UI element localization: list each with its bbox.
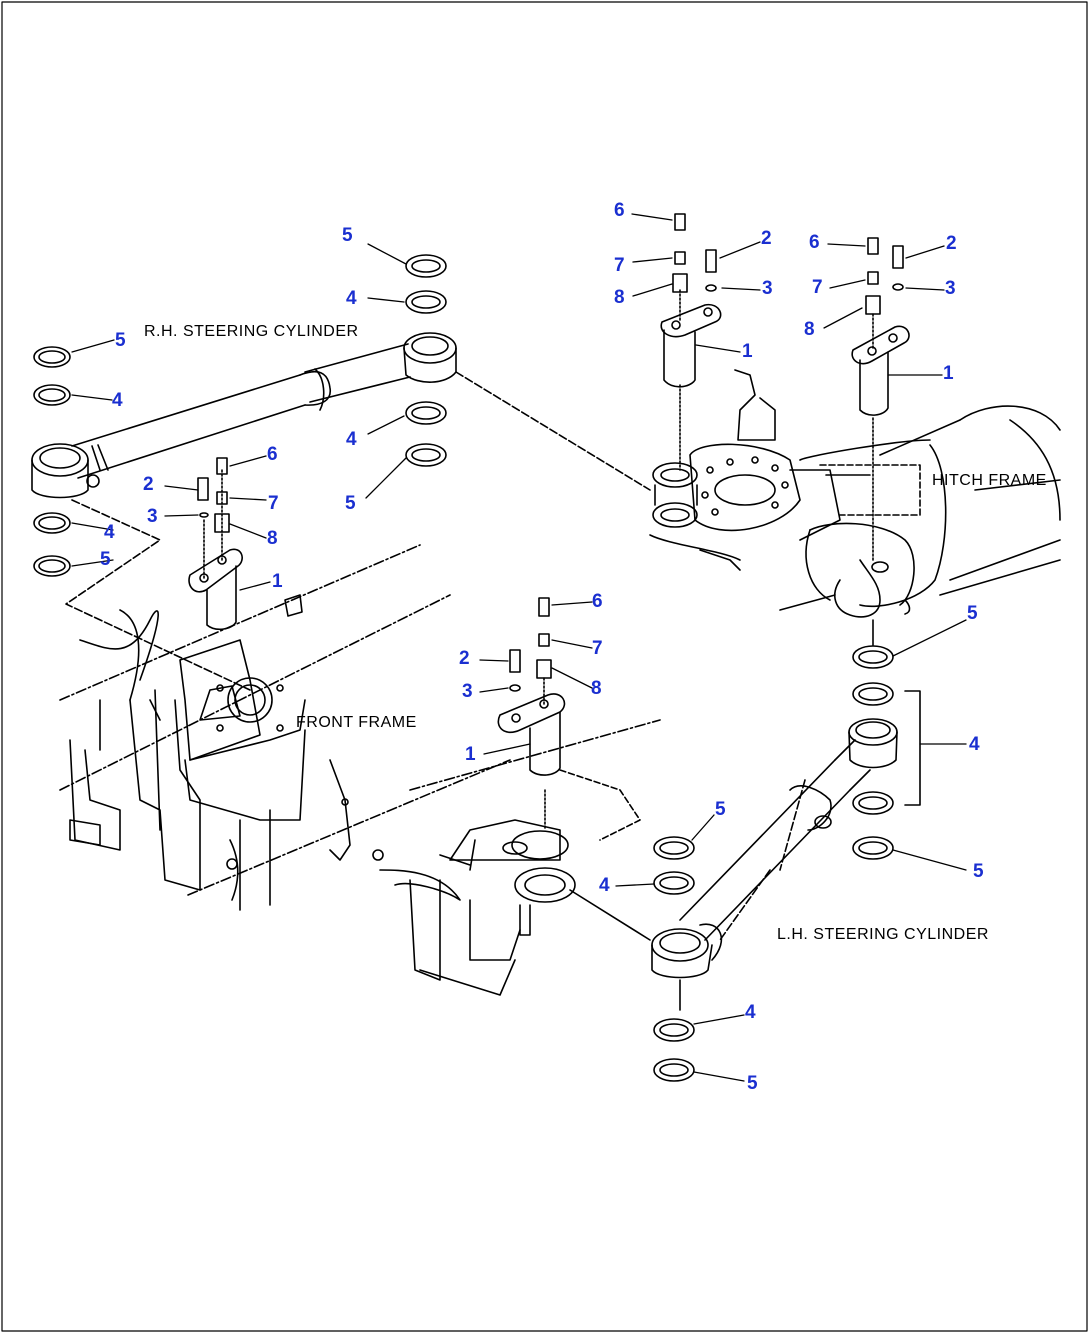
- callout-number: 5: [973, 861, 984, 882]
- callout-number: 4: [745, 1002, 756, 1023]
- callout-number: 7: [614, 255, 625, 276]
- callout-number: 5: [342, 225, 353, 246]
- callout-number: 5: [747, 1073, 758, 1094]
- lh-pin-group-center: [497, 597, 566, 776]
- callout-number: 4: [112, 390, 123, 411]
- hitch-pin-group-right: [851, 237, 910, 561]
- callout-number: 6: [809, 232, 820, 253]
- callout-number: 8: [267, 528, 278, 549]
- callout-number: 4: [599, 875, 610, 896]
- callout-number: 1: [742, 341, 753, 362]
- callout-number: 7: [812, 277, 823, 298]
- callout-number: 5: [115, 330, 126, 351]
- hitch-frame-drawing: [649, 369, 1061, 618]
- callout-number: 6: [592, 591, 603, 612]
- callout-number: 4: [969, 734, 980, 755]
- lh-steering-cylinder-drawing: [651, 718, 898, 1011]
- callout-number: 3: [945, 278, 956, 299]
- rh-steering-cylinder-drawing: [31, 332, 651, 691]
- callout-number: 8: [591, 678, 602, 699]
- hitch-frame-label: HITCH FRAME: [932, 472, 1047, 489]
- callout-number: 7: [592, 638, 603, 659]
- lh-mount-drawing: [379, 719, 661, 996]
- callout-number: 1: [943, 363, 954, 384]
- callout-number: 1: [272, 571, 283, 592]
- rh-pin-group: [188, 457, 243, 631]
- rh-steering-cylinder-label: R.H. STEERING CYLINDER: [144, 323, 359, 340]
- callout-number: 5: [715, 799, 726, 820]
- callout-number: 8: [804, 319, 815, 340]
- callout-number: 4: [346, 429, 357, 450]
- callout-number: 3: [147, 506, 158, 527]
- callout-number: 4: [346, 288, 357, 309]
- callout-number: 8: [614, 287, 625, 308]
- callout-number: 2: [946, 233, 957, 254]
- callout-number: 2: [143, 474, 154, 495]
- front-frame-drawing: [59, 544, 511, 911]
- callout-number: 2: [761, 228, 772, 249]
- callout-number: 6: [614, 200, 625, 221]
- callout-number: 1: [465, 744, 476, 765]
- callout-number: 3: [762, 278, 773, 299]
- callout-number: 5: [100, 549, 111, 570]
- callout-number: 7: [268, 493, 279, 514]
- callout-number: 5: [345, 493, 356, 514]
- callout-number: 2: [459, 648, 470, 669]
- callout-number: 5: [967, 603, 978, 624]
- hitch-pin-group-left: [660, 213, 722, 471]
- lh-steering-cylinder-label: L.H. STEERING CYLINDER: [777, 926, 989, 943]
- rh-washers: [33, 254, 447, 577]
- front-frame-label: FRONT FRAME: [296, 714, 417, 731]
- callout-number: 6: [267, 444, 278, 465]
- lh-washers: [653, 619, 921, 1082]
- callout-number: 3: [462, 681, 473, 702]
- callout-number: 4: [104, 522, 115, 543]
- leader-lines: [71, 213, 967, 1082]
